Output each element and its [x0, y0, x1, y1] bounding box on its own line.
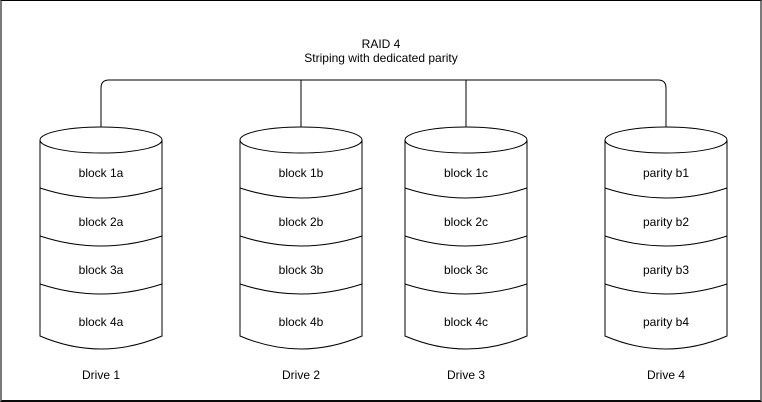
block-label: block 3b — [278, 263, 324, 277]
block-label: block 4c — [443, 315, 489, 329]
drive-4: parity b1 parity b2 parity b3 parity b4 … — [605, 0, 727, 402]
block-label: block 1b — [278, 166, 324, 180]
drive-2-label: Drive 2 — [281, 368, 320, 382]
bus-connector-line — [100, 79, 667, 127]
drive-1-label: Drive 1 — [81, 368, 120, 382]
block-label: block 1c — [443, 166, 489, 180]
block-label: block 3c — [443, 263, 489, 277]
subtitle-line: Striping with dedicated parity — [304, 51, 458, 65]
block-label: parity b2 — [642, 215, 690, 229]
block-label: parity b4 — [642, 315, 690, 329]
title-line: RAID 4 — [361, 37, 401, 51]
drive-2: block 1b block 2b block 3b block 4b Driv… — [240, 0, 362, 402]
block-label: block 2c — [443, 215, 489, 229]
block-label: block 4a — [78, 315, 124, 329]
block-label: block 3a — [78, 263, 124, 277]
block-label: parity b3 — [642, 263, 690, 277]
drive-3-label: Drive 3 — [446, 368, 485, 382]
drive-1: block 1a block 2a block 3a block 4a Driv… — [40, 0, 162, 402]
block-label: block 2b — [278, 215, 324, 229]
block-label: block 1a — [78, 166, 124, 180]
drive-4-label: Drive 4 — [646, 368, 685, 382]
diagram-title: RAID 4 Striping with dedicated parity — [0, 37, 762, 65]
block-label: block 2a — [78, 215, 124, 229]
block-label: parity b1 — [642, 166, 690, 180]
block-label: block 4b — [278, 315, 324, 329]
drive-3: block 1c block 2c block 3c block 4c Driv… — [405, 0, 527, 402]
